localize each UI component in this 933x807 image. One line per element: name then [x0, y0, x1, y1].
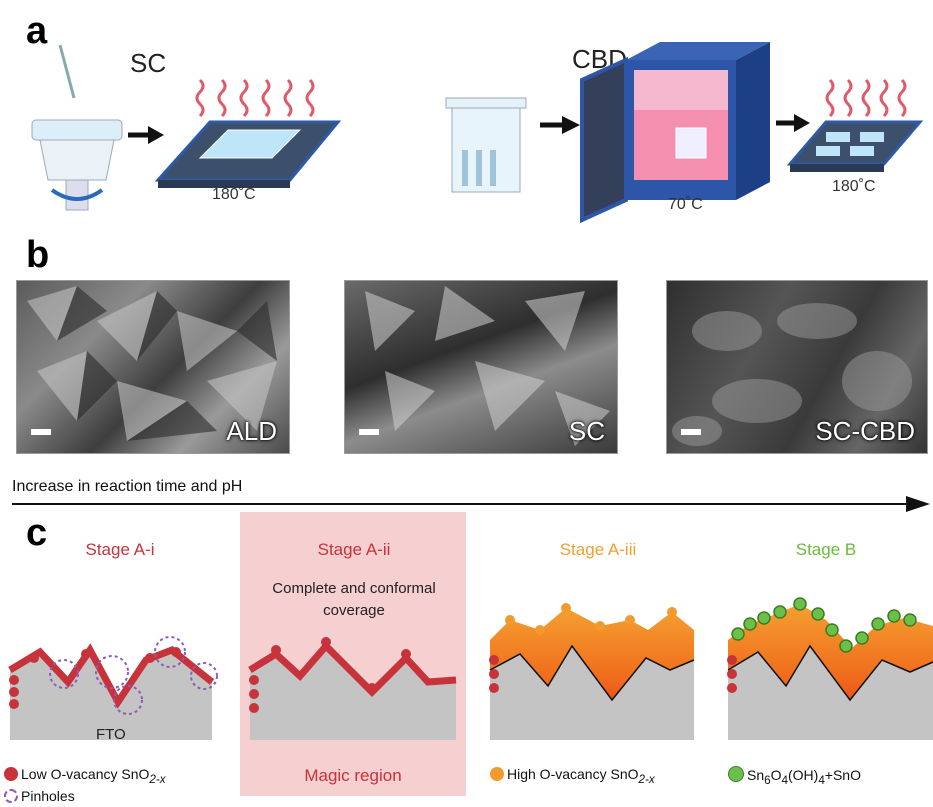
- sem-texture: [27, 286, 277, 441]
- heat-waves-icon: [195, 78, 315, 118]
- hot-plate-icon: [154, 120, 342, 188]
- magic-region-label: Magic region: [304, 766, 402, 785]
- sem-image-sc-cbd: SC-CBD: [666, 280, 928, 454]
- trend-arrow-label: Increase in reaction time and pH: [12, 478, 243, 495]
- stage-a-iii-profile: [489, 603, 695, 740]
- legend-pinholes: Pinholes: [4, 788, 75, 804]
- legend-sn6-f: 4: [818, 773, 825, 787]
- legend-high-ov-text: High O-vacancy SnO: [507, 766, 639, 782]
- legend-green: Sn6O4(OH)4+SnO: [728, 766, 861, 787]
- red-dot-icon: [4, 767, 18, 781]
- substrate-label: FTO: [96, 726, 126, 743]
- legend-sn6-d: 4: [781, 773, 788, 787]
- legend-sn6-b: 6: [764, 773, 771, 787]
- cbd-oven-temperature: 70˚C: [668, 196, 703, 213]
- legend-sn6-c: O: [770, 767, 782, 783]
- orange-dot-icon: [490, 767, 504, 781]
- stage-title: Stage A-ii: [317, 540, 391, 559]
- arrow-icon: [128, 126, 164, 144]
- panel-letter-c: c: [26, 512, 48, 554]
- sc-temperature: 180˚C: [212, 186, 256, 203]
- hot-plate-icon: [786, 120, 924, 172]
- stage-b-profile: [727, 597, 933, 740]
- sc-process-label: SC: [130, 48, 167, 78]
- sem-texture: [365, 286, 610, 446]
- sem-texture: [672, 303, 912, 446]
- trend-arrow: [12, 496, 930, 512]
- legend-sn6-g: +SnO: [824, 767, 861, 783]
- legend-pinholes-text: Pinholes: [21, 788, 75, 804]
- stage-title: Stage A-i: [85, 540, 155, 559]
- oven-icon: [580, 42, 770, 224]
- legend-high-ov-sub: 2-x: [638, 772, 655, 786]
- legend-low-ov-sub: 2-x: [149, 772, 166, 786]
- legend-sn6-a: Sn: [747, 767, 765, 783]
- coverage-note: Complete and conformal coverage: [272, 580, 436, 619]
- sem-image-sc: SC: [344, 280, 618, 454]
- stage-a-i-profile: [8, 636, 218, 740]
- sem-label: ALD: [226, 416, 277, 446]
- heat-waves-icon: [825, 78, 907, 118]
- panel-a-schematic: [31, 42, 924, 224]
- sem-label: SC-CBD: [815, 416, 915, 446]
- arrow-icon: [776, 114, 810, 132]
- beaker-icon: [445, 97, 527, 193]
- cbd-plate-temperature: 180˚C: [832, 178, 876, 195]
- scale-bar: [359, 429, 379, 435]
- panel-letter-b: b: [26, 234, 50, 276]
- scale-bar: [31, 429, 51, 435]
- spin-coater-icon: [31, 44, 123, 211]
- stage-title: Stage A-iii: [559, 540, 637, 559]
- pinhole-circle-icon: [4, 789, 18, 803]
- stage-title: Stage B: [795, 540, 857, 559]
- green-dot-icon: [728, 766, 744, 782]
- stage-profiles: [8, 597, 933, 740]
- scale-bar: [681, 429, 701, 435]
- legend-low-ov: Low O-vacancy SnO2-x: [4, 766, 166, 786]
- arrow-icon: [540, 116, 580, 134]
- stage-a-ii-profile: [248, 637, 457, 740]
- legend-sn6-e: (OH): [787, 767, 819, 783]
- sem-image-ald: ALD: [16, 280, 290, 454]
- legend-low-ov-text: Low O-vacancy SnO: [21, 766, 150, 782]
- legend-high-ov: High O-vacancy SnO2-x: [490, 766, 655, 786]
- panel-letter-a: a: [26, 10, 48, 52]
- sem-label: SC: [568, 416, 605, 446]
